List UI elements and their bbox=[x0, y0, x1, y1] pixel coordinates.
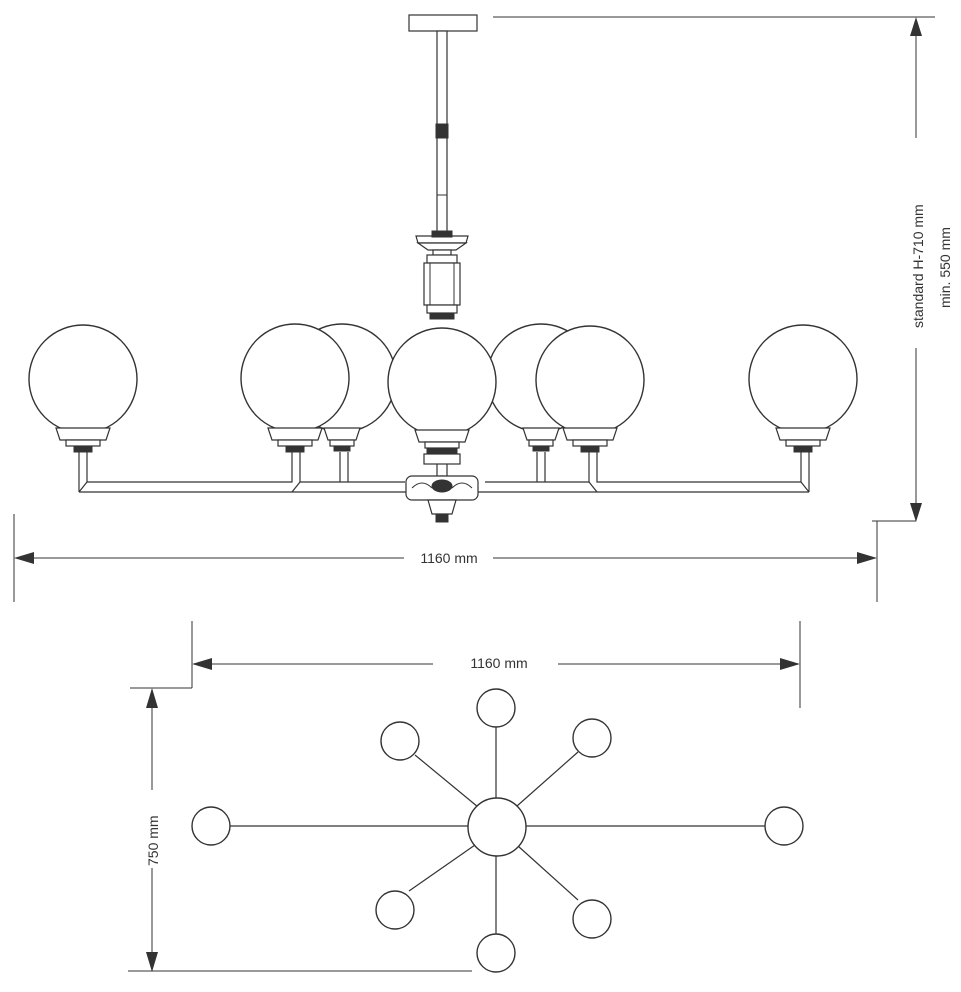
center-body bbox=[415, 230, 469, 320]
front-view: standard H-710 mm min. 550 mm 1160 mm bbox=[13, 14, 953, 602]
top-globe-southeast bbox=[572, 899, 612, 939]
top-depth-label: 750 mm bbox=[145, 815, 161, 866]
globe-mid-right bbox=[535, 325, 645, 453]
ceiling-canopy bbox=[408, 14, 478, 32]
globe-center bbox=[387, 327, 497, 449]
height-standard-label: standard H-710 mm bbox=[910, 204, 926, 328]
top-globe-northwest bbox=[380, 721, 420, 761]
top-depth-dimension: 750 mm bbox=[128, 688, 472, 972]
globes-top bbox=[191, 688, 804, 973]
center-hub bbox=[405, 421, 479, 523]
top-globe-northeast bbox=[572, 718, 612, 758]
globes-front bbox=[28, 323, 858, 453]
top-view: 1160 mm 750 mm bbox=[128, 621, 804, 973]
top-globe-north bbox=[476, 688, 516, 728]
top-globe-east bbox=[764, 806, 804, 846]
top-globe-south bbox=[476, 933, 516, 973]
top-center-body bbox=[467, 797, 527, 857]
front-width-label: 1160 mm bbox=[420, 550, 477, 566]
globe-far-right bbox=[748, 324, 858, 453]
top-globe-west bbox=[191, 806, 231, 846]
top-width-dimension: 1160 mm bbox=[130, 621, 801, 708]
globe-mid-left bbox=[240, 323, 350, 453]
top-arms bbox=[230, 726, 766, 934]
rod-joint bbox=[435, 123, 449, 139]
height-dimension: standard H-710 mm min. 550 mm bbox=[493, 16, 953, 602]
top-globe-southwest bbox=[375, 890, 415, 930]
top-width-label: 1160 mm bbox=[470, 655, 527, 671]
height-min-label: min. 550 mm bbox=[937, 227, 953, 308]
globe-far-left bbox=[28, 324, 138, 453]
front-width-dimension: 1160 mm bbox=[13, 514, 877, 602]
